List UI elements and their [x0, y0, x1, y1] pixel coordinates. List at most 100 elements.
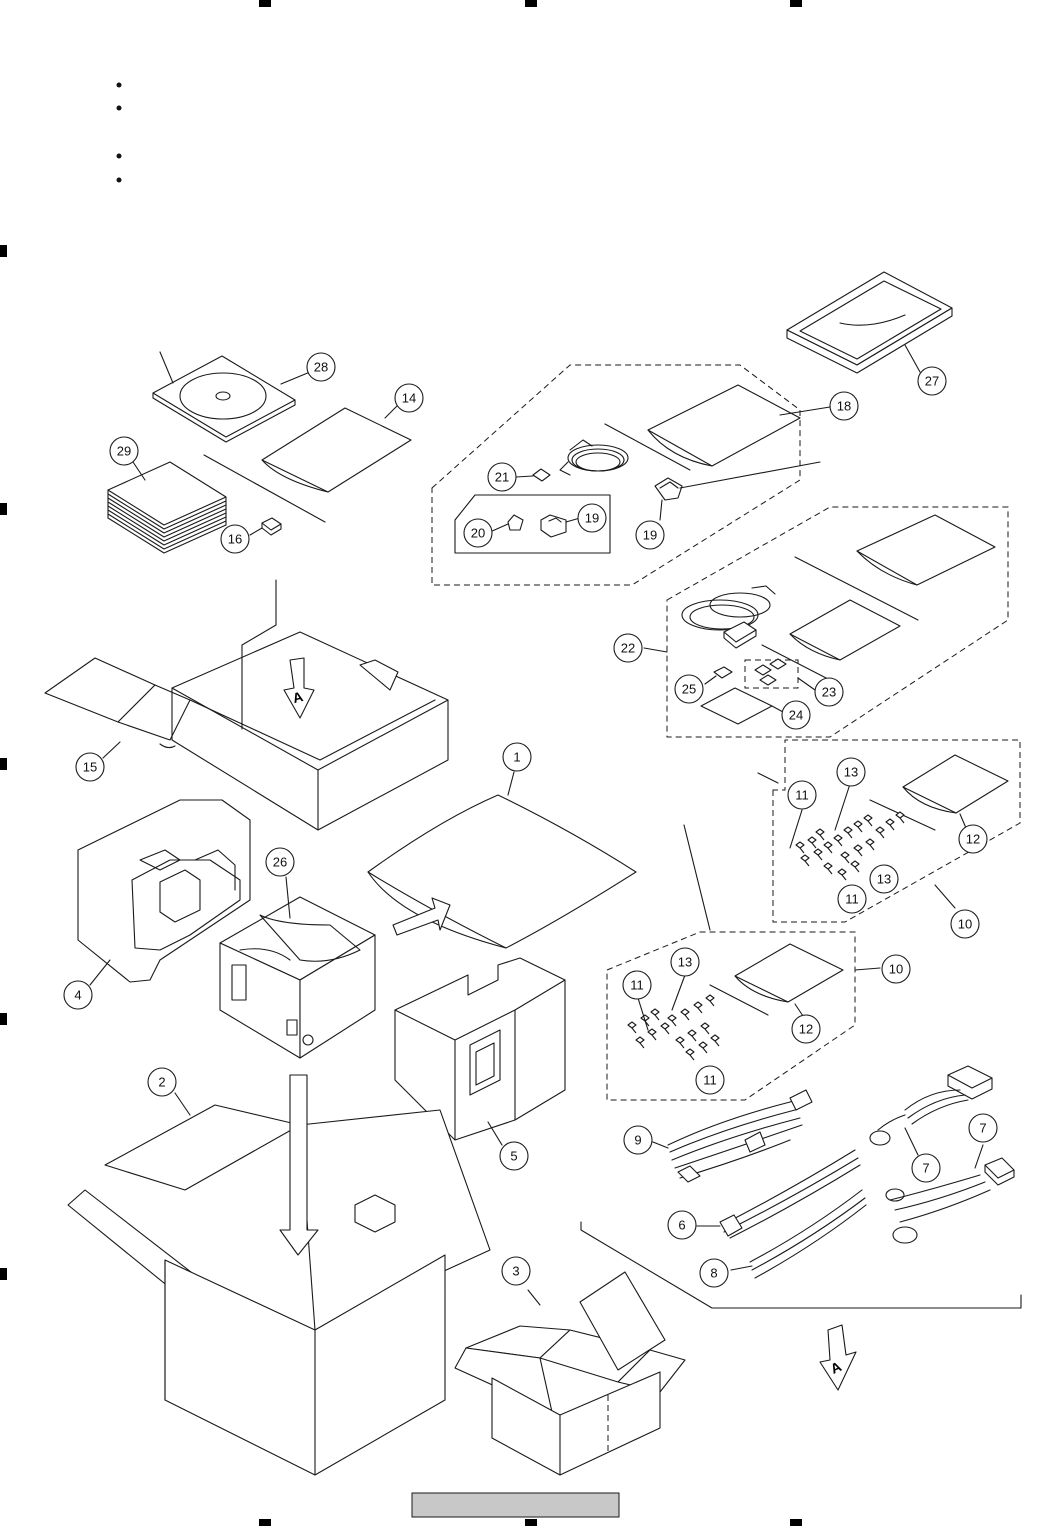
- callout-number: 13: [678, 955, 692, 970]
- callout-number: 8: [710, 1266, 717, 1281]
- screw-icon: [865, 838, 875, 851]
- callout-number: 7: [979, 1121, 986, 1136]
- bullet-3: [116, 153, 122, 159]
- screw-group-10-upper: [757, 739, 1021, 923]
- screw-icon: [850, 860, 860, 873]
- part-15-tray: [44, 579, 449, 831]
- callout-number: 19: [585, 511, 599, 526]
- screw-icon: [837, 868, 847, 881]
- screw-icon: [667, 1014, 677, 1027]
- screw-icon: [853, 820, 863, 833]
- screw-icon: [705, 994, 715, 1007]
- callout-c26: 26: [265, 847, 295, 877]
- screw-icon: [680, 1008, 690, 1021]
- callout-c4: 4: [63, 980, 93, 1010]
- callout-c6: 6: [667, 1210, 697, 1240]
- callout-c13a: 13: [836, 757, 866, 787]
- callout-c12b: 12: [791, 1014, 821, 1044]
- callout-c11d: 11: [695, 1065, 725, 1095]
- callout-c19b: 19: [635, 520, 665, 550]
- screw-icon: [650, 1008, 660, 1021]
- callout-number: 12: [966, 832, 980, 847]
- screw-icon: [823, 841, 833, 854]
- screw-icon: [895, 811, 905, 824]
- screw-icon: [800, 854, 810, 867]
- callout-number: 11: [630, 978, 644, 993]
- screw-icon: [698, 1041, 708, 1054]
- callout-number: 25: [682, 682, 696, 697]
- callout-c23: 23: [814, 677, 844, 707]
- screw-icon: [853, 844, 863, 857]
- part-27-folder: [786, 271, 953, 374]
- part-26-main-unit: [219, 876, 376, 1059]
- callout-c15: 15: [75, 752, 105, 782]
- screw-icon: [807, 836, 817, 849]
- callout-number: 26: [273, 855, 287, 870]
- callout-number: 6: [678, 1218, 685, 1233]
- view-a-arrow-top: A: [283, 657, 315, 719]
- callout-c21: 21: [487, 462, 517, 492]
- callout-number: 28: [314, 360, 328, 375]
- callout-number: 11: [703, 1073, 717, 1088]
- screw-icon: [843, 826, 853, 839]
- callout-c28: 28: [306, 352, 336, 382]
- footer-bar: [411, 1492, 620, 1518]
- callout-number: 15: [83, 760, 97, 775]
- bullet-1: [116, 82, 122, 88]
- callout-c13b: 13: [869, 864, 899, 894]
- accessory-group-18: [431, 364, 831, 586]
- screw-icon: [823, 862, 833, 875]
- callout-c20: 20: [463, 518, 493, 548]
- screw-icon: [815, 828, 825, 841]
- callout-number: 3: [512, 1264, 519, 1279]
- callout-number: 12: [799, 1022, 813, 1037]
- callout-c2: 2: [147, 1067, 177, 1097]
- callout-c8: 8: [699, 1258, 729, 1288]
- callout-number: 24: [789, 708, 803, 723]
- callout-c7b: 7: [911, 1153, 941, 1183]
- screw-icon: [627, 1021, 637, 1034]
- part-28-cd-case: [152, 351, 311, 443]
- callout-number: 23: [822, 685, 836, 700]
- harness-group: [580, 1065, 1022, 1309]
- part-5-right-pad: [394, 957, 566, 1146]
- part-1-bag: [367, 771, 637, 949]
- part-2-outer-carton: [67, 1074, 491, 1476]
- callout-number: 16: [228, 532, 242, 547]
- callout-c24: 24: [781, 700, 811, 730]
- view-a-label-top: A: [291, 688, 305, 706]
- callout-number: 2: [158, 1075, 165, 1090]
- callout-c13c: 13: [670, 947, 700, 977]
- callout-number: 22: [621, 641, 635, 656]
- callout-number: 11: [845, 892, 859, 907]
- part-4-left-pad: [77, 799, 251, 986]
- callout-number: 9: [634, 1133, 641, 1148]
- callout-c29: 29: [109, 436, 139, 466]
- screw-icon: [700, 1022, 710, 1035]
- part-29-papers: [107, 461, 227, 554]
- callout-number: 7: [922, 1161, 929, 1176]
- callout-c22: 22: [613, 633, 643, 663]
- screws-11-13: [627, 811, 905, 1061]
- callout-number: 10: [958, 917, 972, 932]
- callout-number: 1: [513, 750, 520, 765]
- screw-icon: [710, 1034, 720, 1047]
- callout-c10b: 10: [881, 954, 911, 984]
- screw-icon: [833, 834, 843, 847]
- callout-number: 20: [471, 526, 485, 541]
- part-3-inner-carton: [454, 1271, 686, 1476]
- callout-number: 13: [844, 765, 858, 780]
- callout-c27: 27: [917, 366, 947, 396]
- callout-c25: 25: [674, 674, 704, 704]
- registration-marks: [0, 0, 802, 1526]
- screw-icon: [647, 1028, 657, 1041]
- callout-c11b: 11: [837, 884, 867, 914]
- bullet-2: [116, 105, 122, 111]
- callout-c19a: 19: [577, 503, 607, 533]
- callout-labels: 1234567789101011111111121213131314151618…: [63, 352, 998, 1288]
- leader-lines: [637, 783, 851, 1031]
- bullet-4: [116, 177, 122, 183]
- callout-number: 13: [877, 872, 891, 887]
- callout-number: 5: [510, 1149, 517, 1164]
- part-16-clip: [249, 517, 282, 536]
